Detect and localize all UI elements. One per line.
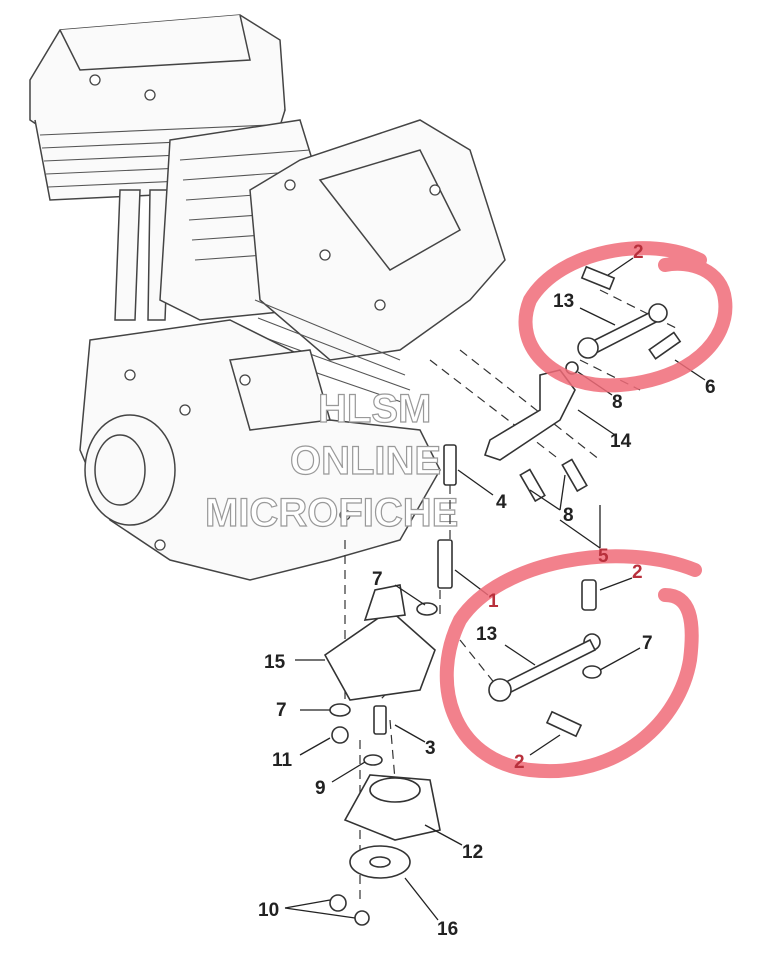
front-mount-assembly — [323, 444, 457, 926]
callout-13: 13 — [553, 291, 574, 312]
callout-3: 3 — [425, 738, 436, 759]
callout-11: 11 — [272, 750, 293, 771]
highlight-lower-link — [439, 549, 702, 779]
callout-9: 9 — [315, 778, 326, 799]
watermark-line-1: HLSM — [318, 387, 431, 431]
callout-14: 14 — [610, 431, 632, 452]
watermark-line-2: ONLINE — [290, 439, 441, 483]
watermark: HLSM ONLINE MICROFICHE — [204, 386, 459, 535]
callout-7: 7 — [642, 633, 653, 654]
callout-labels: 2 13 6 8 14 4 8 5 2 1 13 7 2 7 15 7 11 3… — [258, 242, 716, 940]
upper-link-assembly — [483, 265, 682, 503]
callout-8: 8 — [563, 505, 574, 526]
callout-2: 2 — [514, 752, 525, 773]
callout-6: 6 — [705, 377, 716, 398]
callout-8: 8 — [612, 392, 623, 413]
callout-15: 15 — [264, 652, 286, 673]
callout-4: 4 — [496, 492, 507, 513]
callout-10: 10 — [258, 900, 279, 921]
callout-12: 12 — [462, 842, 483, 863]
callout-2: 2 — [633, 242, 644, 263]
lower-link-assembly — [488, 579, 602, 738]
callout-7: 7 — [276, 700, 287, 721]
callout-13: 13 — [476, 624, 497, 645]
callout-5: 5 — [598, 546, 609, 567]
callout-7: 7 — [372, 569, 383, 590]
callout-16: 16 — [437, 919, 458, 940]
callout-2: 2 — [632, 562, 643, 583]
engine-illustration — [29, 14, 506, 581]
highlight-upper-link — [518, 241, 733, 393]
watermark-line-3: MICROFICHE — [205, 491, 458, 535]
callout-1: 1 — [488, 591, 499, 612]
